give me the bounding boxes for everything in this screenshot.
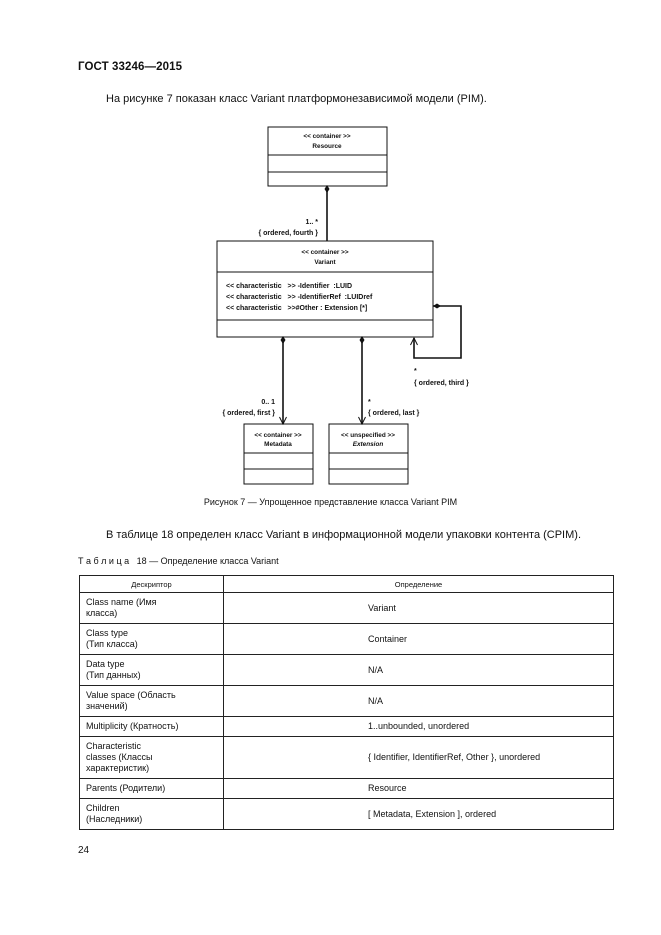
composition-diamond-icon: [433, 303, 441, 309]
constraint-self: { ordered, third }: [414, 380, 469, 387]
descriptor-cell: Data type(Тип данных): [79, 654, 224, 686]
association-variant-extension: * { ordered, last }: [358, 336, 420, 426]
composition-diamond-icon: [324, 185, 330, 193]
arrowhead-icon: [358, 416, 366, 426]
descriptor-cell: Parents (Родители): [79, 778, 224, 799]
variant-attribute-identifier: << characteristic >> -Identifier :LUID: [226, 283, 352, 290]
metadata-name: Metadata: [264, 441, 292, 448]
constraint-resource: { ordered, fourth }: [258, 230, 318, 237]
variant-stereotype: << container >>: [301, 249, 349, 256]
arrowhead-icon: [279, 416, 287, 426]
definition-cell: [ Metadata, Extension ], ordered: [223, 798, 614, 830]
figure-caption: Рисунок 7 — Упрощенное представление кла…: [203, 497, 458, 507]
multiplicity-self: *: [414, 368, 417, 375]
constraint-metadata: { ordered, first }: [222, 410, 275, 417]
resource-name: Resource: [312, 143, 342, 150]
table-row: Multiplicity (Кратность) 1..unbounded, u…: [79, 716, 614, 737]
table-row: Class type(Тип класса) Container: [79, 623, 614, 655]
definition-cell: Variant: [223, 592, 614, 624]
table-intro-paragraph: В таблице 18 определен класс Variant в и…: [106, 529, 581, 541]
descriptor-cell: Class type(Тип класса): [79, 623, 224, 655]
resource-stereotype: << container >>: [303, 133, 351, 140]
definition-cell: 1..unbounded, unordered: [223, 716, 614, 737]
table-header-row: Дескриптор Определение: [79, 575, 614, 593]
variant-name: Variant: [314, 259, 336, 266]
intro-paragraph: На рисунке 7 показан класс Variant платф…: [106, 93, 487, 105]
association-variant-metadata: 0.. 1 { ordered, first }: [222, 336, 287, 426]
variant-attribute-other: << characteristic >>#Other : Extension […: [226, 305, 367, 312]
multiplicity-extension: *: [368, 399, 371, 406]
table-row: Data type(Тип данных) N/A: [79, 654, 614, 686]
definition-cell: { Identifier, IdentifierRef, Other }, un…: [223, 736, 614, 779]
extension-class-box: << unspecified >> Extension: [328, 423, 409, 485]
association-variant-self: * { ordered, third }: [410, 303, 469, 387]
extension-name: Extension: [353, 441, 384, 448]
composition-diamond-icon: [280, 336, 286, 344]
variant-attribute-identifierref: << characteristic >> -IdentifierRef :LUI…: [226, 294, 373, 301]
metadata-class-box: << container >> Metadata: [243, 423, 314, 485]
table-row: Parents (Родители) Resource: [79, 778, 614, 799]
multiplicity-metadata: 0.. 1: [261, 399, 275, 406]
descriptor-cell: Multiplicity (Кратность): [79, 716, 224, 737]
composition-diamond-icon: [359, 336, 365, 344]
arrowhead-icon: [410, 336, 418, 346]
metadata-stereotype: << container >>: [254, 432, 302, 439]
multiplicity-resource: 1.. *: [306, 219, 319, 226]
definition-cell: Resource: [223, 778, 614, 799]
resource-class-box: << container >> Resource: [267, 126, 388, 187]
header-definition: Определение: [223, 575, 614, 593]
definition-cell: Container: [223, 623, 614, 655]
extension-stereotype: << unspecified >>: [341, 432, 395, 439]
definition-cell: N/A: [223, 685, 614, 717]
association-resource-variant: 1.. * { ordered, fourth }: [258, 185, 330, 241]
table-title: Т а б л и ц а 18 — Определение класса Va…: [78, 556, 279, 566]
page-number: 24: [78, 845, 90, 856]
definition-cell: N/A: [223, 654, 614, 686]
descriptor-cell: Children(Наследники): [79, 798, 224, 830]
document-header: ГОСТ 33246—2015: [78, 61, 183, 73]
constraint-extension: { ordered, last }: [368, 410, 420, 417]
variant-class-box: << container >> Variant << characteristi…: [216, 240, 434, 338]
table-row: Children(Наследники) [ Metadata, Extensi…: [79, 798, 614, 830]
header-descriptor: Дескриптор: [79, 575, 224, 593]
